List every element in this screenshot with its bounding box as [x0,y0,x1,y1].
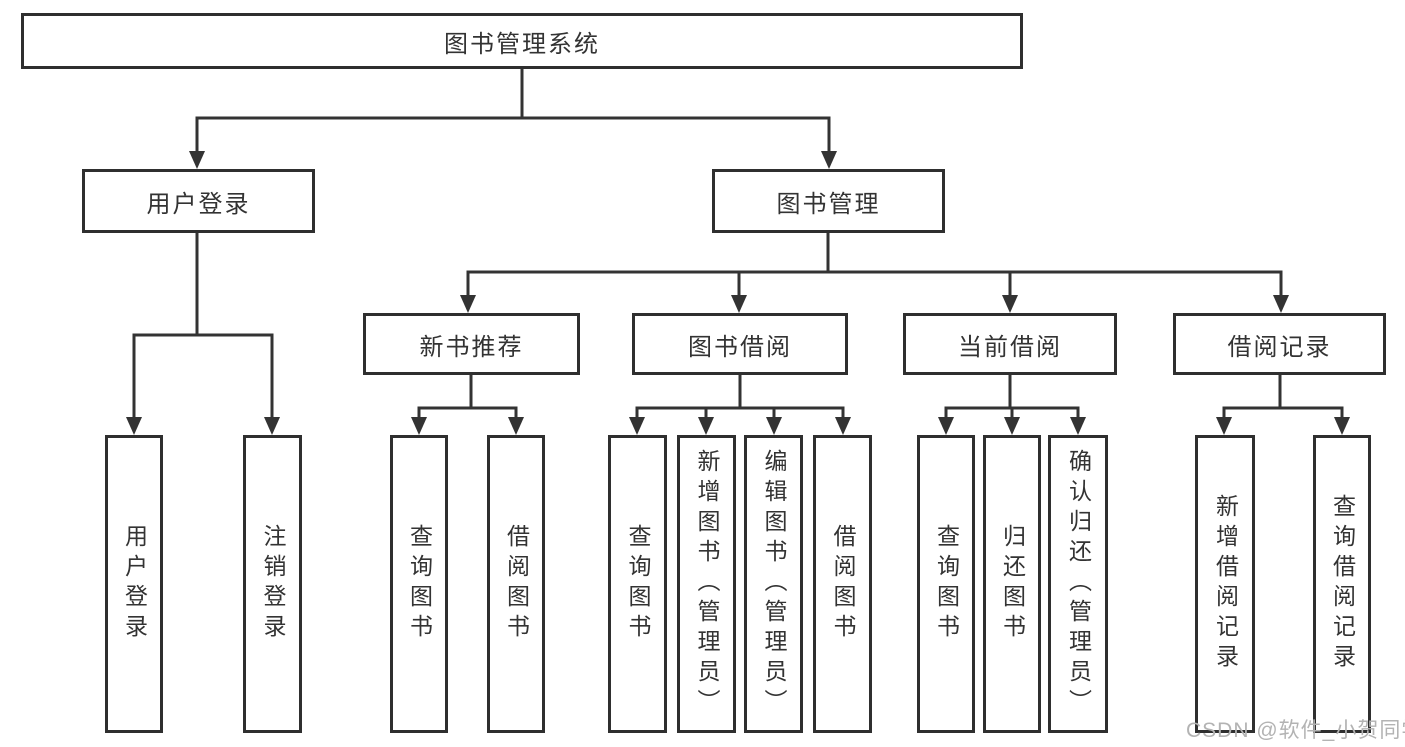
node-new-book-recommend-label: 新书推荐 [419,333,524,361]
arrow-down-icon [835,417,851,435]
node-leaf-logout-label: 注销登录 [260,524,286,644]
node-leaf-query-books-newbook: 查询图书 [390,435,448,733]
node-leaf-user-login-label: 用户登录 [121,524,148,644]
node-leaf-user-login: 用户登录 [105,435,163,733]
node-user-login-label: 用户登录 [146,190,251,218]
node-leaf-add-borrow-record-label: 新增借阅记录 [1212,494,1239,674]
node-leaf-borrow-books-borrow-label: 借阅图书 [830,524,856,644]
arrow-down-icon [766,417,782,435]
arrow-down-icon [1334,417,1350,435]
connector-root-to-level2 [195,69,831,152]
node-leaf-query-books-borrow: 查询图书 [608,435,667,733]
node-book-borrow-label: 图书借阅 [688,333,792,361]
arrow-down-icon [460,295,476,313]
node-root-system: 图书管理系统 [21,13,1023,69]
node-current-borrow: 当前借阅 [903,313,1117,375]
node-leaf-edit-books-admin-label: 编辑图书（管理员） [761,449,787,719]
node-book-management-label: 图书管理 [776,190,881,218]
csdn-watermark: CSDN @软件_小贺同学 [1186,719,1405,742]
node-root-system-label: 图书管理系统 [444,30,600,58]
arrow-down-icon [1004,417,1020,435]
connector-user-login-branch [132,233,274,419]
node-leaf-query-books-current-label: 查询图书 [933,524,960,644]
node-book-management: 图书管理 [712,169,945,233]
node-leaf-add-borrow-record: 新增借阅记录 [1195,435,1255,733]
arrow-down-icon [264,417,280,435]
arrow-down-icon [189,151,205,169]
arrow-down-icon [1002,295,1018,313]
connector-current-borrow-branch [944,375,1080,420]
node-leaf-add-books-admin: 新增图书（管理员） [677,435,736,733]
node-leaf-confirm-return-admin-label: 确认归还（管理员） [1065,449,1092,719]
node-new-book-recommend: 新书推荐 [363,313,580,375]
arrow-down-icon [629,417,645,435]
arrow-down-icon [126,417,142,435]
node-leaf-logout: 注销登录 [243,435,302,733]
arrow-down-icon [508,417,524,435]
arrow-down-icon [1216,417,1232,435]
node-leaf-borrow-books-newbook: 借阅图书 [487,435,545,733]
node-user-login: 用户登录 [82,169,315,233]
arrow-down-icon [1273,295,1289,313]
node-leaf-query-books-current: 查询图书 [917,435,975,733]
arrow-down-icon [411,417,427,435]
node-leaf-return-books: 归还图书 [983,435,1041,733]
node-leaf-query-borrow-record: 查询借阅记录 [1313,435,1371,733]
node-leaf-query-books-newbook-label: 查询图书 [406,524,433,644]
node-leaf-confirm-return-admin: 确认归还（管理员） [1048,435,1108,733]
arrow-down-icon [938,417,954,435]
arrow-down-icon [821,151,837,169]
node-leaf-edit-books-admin: 编辑图书（管理员） [744,435,803,733]
arrow-down-icon [731,295,747,313]
node-leaf-add-books-admin-label: 新增图书（管理员） [694,449,720,719]
arrow-down-icon [698,417,714,435]
node-borrow-records-label: 借阅记录 [1227,333,1332,361]
arrow-down-icon [1070,417,1086,435]
connector-book-mgmt-to-level3 [466,233,1283,297]
node-book-borrow: 图书借阅 [632,313,848,375]
node-leaf-query-borrow-record-label: 查询借阅记录 [1329,494,1356,674]
node-borrow-records: 借阅记录 [1173,313,1386,375]
node-leaf-query-books-borrow-label: 查询图书 [625,524,651,644]
node-leaf-return-books-label: 归还图书 [999,524,1026,644]
node-leaf-borrow-books-borrow: 借阅图书 [813,435,872,733]
node-leaf-borrow-books-newbook-label: 借阅图书 [503,524,530,644]
node-current-borrow-label: 当前借阅 [958,333,1062,361]
connector-book-borrow-branch [635,375,845,420]
connector-borrow-records-branch [1222,375,1344,420]
connector-new-book-branch [417,375,518,420]
